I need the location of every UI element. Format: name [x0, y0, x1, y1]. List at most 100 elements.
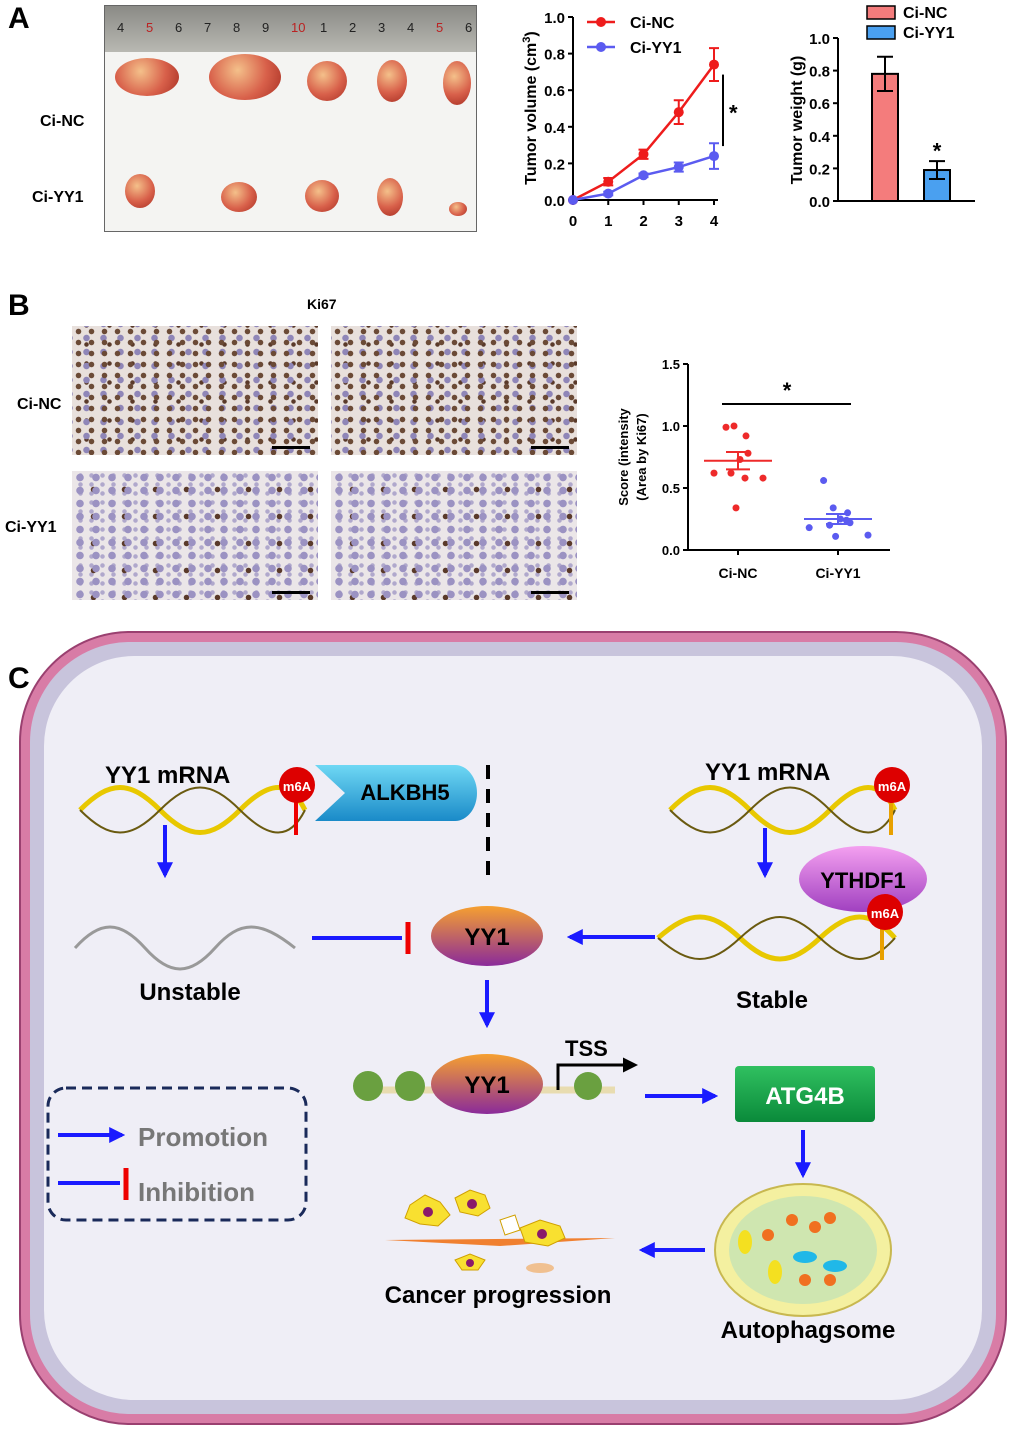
- y-tick-label: 0.2: [809, 161, 830, 178]
- ruler-number: 6: [175, 20, 183, 35]
- scale-bar: [272, 591, 310, 594]
- y-axis-label-main: Tumor volume (cm: [523, 43, 540, 185]
- data-point: [709, 151, 719, 162]
- legend-marker: [596, 42, 606, 52]
- x-tick-label: 1: [604, 213, 612, 230]
- ruler-number: 7: [204, 20, 212, 35]
- tumor: [449, 202, 467, 216]
- ruler-number: 9: [262, 20, 270, 35]
- atg4b-box: [735, 1066, 875, 1122]
- y-tick-label: 1.0: [662, 419, 680, 434]
- y-tick-label: 0.6: [544, 83, 565, 100]
- m6a-label: m6A: [283, 779, 312, 794]
- y-tick-label: 0.4: [544, 120, 566, 137]
- data-point: [829, 504, 837, 512]
- stable-mrna-wave: [657, 916, 896, 960]
- data-point: [673, 162, 684, 173]
- alkbh5-label: ALKBH5: [360, 780, 449, 805]
- sem-bar: [726, 451, 750, 471]
- ruler-number: 4: [407, 20, 415, 35]
- cancer-cells-illustration: [385, 1189, 615, 1273]
- data-point: [742, 432, 750, 440]
- ythdf1-label: YTHDF1: [820, 868, 906, 893]
- y-tick-label: 0.4: [809, 129, 831, 146]
- data-point: [832, 532, 840, 540]
- yy1-label: YY1: [464, 1072, 509, 1099]
- nucleosome: [395, 1071, 425, 1101]
- yy1-mrna-wave: [79, 786, 306, 834]
- y-axis-label-end: ): [523, 31, 540, 36]
- error-bar: [929, 160, 945, 180]
- organelle: [793, 1251, 817, 1263]
- y-tick-label: 0.0: [809, 194, 830, 211]
- panel-letter-c: C: [8, 662, 30, 695]
- tumor: [443, 61, 471, 105]
- data-point: [638, 149, 649, 160]
- ruler-number: 3: [378, 20, 386, 35]
- tumor: [307, 61, 347, 101]
- legend-label: Ci-YY1: [630, 40, 682, 57]
- legend-promotion-label: Promotion: [138, 1122, 268, 1152]
- y-axis-label: Tumor volume (cm3): [521, 31, 540, 184]
- m6a-label: m6A: [878, 779, 907, 794]
- scale-bar: [272, 446, 310, 449]
- photo-label-ci-yy1: Ci-YY1: [32, 189, 84, 206]
- photo-label-ci-nc: Ci-NC: [40, 113, 85, 130]
- y-tick-label: 0.2: [544, 156, 565, 173]
- tumor: [209, 54, 281, 100]
- data-point: [842, 516, 850, 524]
- stable-label: Stable: [736, 987, 808, 1014]
- scale-bar: [531, 446, 569, 449]
- ihc-image: [72, 326, 318, 455]
- data-point: [826, 521, 834, 529]
- m6a-mark: [867, 894, 903, 930]
- alkbh5-protein: [315, 765, 477, 821]
- x-tick-label: Ci-YY1: [815, 565, 860, 581]
- data-point: [727, 469, 735, 477]
- data-point: [759, 474, 767, 482]
- tumor-weight-chart: Tumor weight (g) 0.00.20.40.60.81.0Ci-NC…: [789, 5, 975, 211]
- yy1-protein-bound: [431, 1054, 543, 1114]
- data-point: [864, 531, 872, 539]
- stable-mrna-wave: [656, 914, 897, 962]
- atg4b-label: ATG4B: [765, 1083, 845, 1110]
- yy1-label: YY1: [464, 924, 509, 951]
- tumor: [221, 182, 257, 212]
- organelle: [824, 1212, 836, 1224]
- unstable-label: Unstable: [139, 979, 240, 1006]
- organelle: [799, 1274, 811, 1286]
- organelle: [823, 1260, 847, 1272]
- ruler-number: 4: [117, 20, 125, 35]
- data-point: [710, 469, 718, 477]
- y-axis-label-sup: 3: [521, 37, 533, 43]
- legend-swatch: [866, 5, 896, 20]
- ruler-number: 10: [291, 20, 306, 35]
- bar-Ci-NC: [871, 72, 899, 202]
- organelle: [738, 1230, 752, 1254]
- y-tick-label: 1.5: [662, 357, 680, 372]
- organelle: [824, 1274, 836, 1286]
- tumor: [125, 174, 155, 208]
- data-point: [603, 188, 614, 199]
- ruler-number: 1: [320, 20, 328, 35]
- nucleosome: [353, 1071, 383, 1101]
- significance-star: *: [729, 101, 738, 126]
- legend-label: Ci-NC: [903, 5, 948, 22]
- autophagosome-label: Autophagsome: [721, 1317, 896, 1344]
- x-tick-label: 0: [569, 213, 577, 230]
- scale-bar: [531, 591, 569, 594]
- nucleosome: [574, 1072, 602, 1100]
- yy1-protein: [431, 906, 543, 966]
- data-point: [844, 509, 852, 517]
- stain-title: Ki67: [307, 296, 337, 312]
- y-tick-label: 1.0: [809, 31, 830, 48]
- legend-label: Ci-NC: [630, 15, 675, 32]
- y-axis-label: Score (intensity: [616, 407, 631, 505]
- panel-letter-a: A: [8, 2, 30, 35]
- y-tick-label: 0.0: [544, 193, 565, 210]
- mechanism-diagram: YY1 mRNA m6A ALKBH5 Unstable YY1 YY1 mRN…: [19, 631, 1007, 1425]
